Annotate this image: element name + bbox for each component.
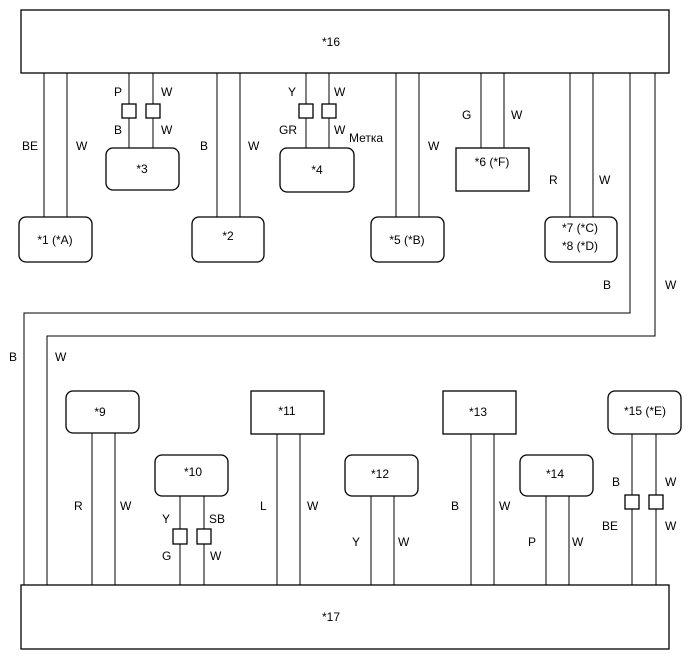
unit-11-label: *11 [278, 404, 295, 418]
unit-10-label: *10 [184, 465, 202, 479]
wire-label-15a-bot: BE [602, 519, 618, 533]
wire-label-12a: Y [352, 535, 360, 549]
connectors [121, 103, 664, 545]
connector-10a [172, 528, 188, 545]
connector-4a [298, 103, 314, 119]
wire-labels: BE W P W B W B W Y W GR W Метка W G W R … [9, 85, 677, 563]
unit-12-box [344, 454, 419, 497]
wire-label-4a-top: Y [288, 85, 296, 99]
unit-13-box [442, 390, 517, 435]
unit-9-box [65, 390, 140, 434]
unit-5-label: *5 (*B) [389, 233, 424, 247]
wire-label-10b-bot: W [210, 549, 222, 563]
wire-label-14a: P [528, 535, 536, 549]
wire-label-13a: B [451, 499, 459, 513]
wire-label-12b: W [398, 535, 410, 549]
wire-label-6a: G [462, 108, 471, 122]
connector-4b [321, 103, 337, 119]
wire-label-10a-top: Y [162, 512, 170, 526]
wire-label-7a: R [549, 173, 558, 187]
wire-label-2a: B [200, 139, 208, 153]
unit-17-label: *17 [322, 610, 340, 624]
connector-3a [121, 103, 137, 119]
wire-label-9b: W [120, 499, 132, 513]
wire-label-bus-b-left: B [9, 350, 17, 364]
wire-label-3b-top: W [161, 85, 173, 99]
marker-label: Метка [349, 131, 383, 145]
unit-16-box [20, 9, 670, 74]
wire-label-5b: W [428, 139, 440, 153]
wire-label-1a: BE [22, 139, 38, 153]
unit-13-label: *13 [469, 405, 487, 419]
wire-label-4b-top: W [334, 85, 346, 99]
wire-label-11b: W [307, 499, 319, 513]
unit-6-box [455, 147, 530, 192]
unit-15-box [607, 390, 682, 435]
wire-label-3a-top: P [114, 85, 122, 99]
wire-label-bus-b-right: B [603, 278, 611, 292]
wire-label-15b-bot: W [665, 519, 677, 533]
unit-9-label: *9 [94, 405, 106, 419]
wire-label-6b: W [511, 108, 523, 122]
unit-1-box [18, 216, 93, 263]
wires [23, 73, 657, 585]
wire-label-4a-bot: GR [279, 123, 297, 137]
unit-4-label: *4 [311, 163, 323, 177]
unit-3-box [105, 147, 180, 191]
unit-14-label: *14 [546, 467, 564, 481]
connector-15a [624, 494, 640, 510]
unit-11-box [250, 390, 325, 435]
wire-label-1b: W [76, 139, 88, 153]
wire-label-11a: L [260, 499, 267, 513]
unit-17-box [20, 584, 670, 650]
unit-16-label: *16 [322, 35, 340, 49]
unit-1-label: *1 (*A) [37, 233, 72, 247]
bus-wire-w [46, 73, 656, 585]
unit-2-label: *2 [222, 229, 234, 243]
wire-label-bus-w-right: W [665, 278, 677, 292]
wire-label-3b-bot: W [161, 123, 173, 137]
wire-label-bus-w-left: W [55, 350, 67, 364]
unit-7-8-box [544, 216, 618, 263]
unit-12-label: *12 [371, 467, 389, 481]
wire-label-15a-top: B [612, 475, 620, 489]
wire-label-10b-top: SB [209, 512, 225, 526]
connector-3b [145, 103, 161, 119]
bus-wire-b [23, 73, 631, 585]
connector-10b [196, 528, 212, 545]
unit-2-box [191, 216, 265, 263]
wire-label-13b: W [499, 499, 511, 513]
wire-label-14b: W [572, 535, 584, 549]
wire-label-15b-top: W [665, 475, 677, 489]
unit-4-box [279, 147, 355, 193]
wire-label-9a: R [74, 499, 83, 513]
wire-label-4b-bot: W [334, 123, 346, 137]
wire-label-2b: W [248, 139, 260, 153]
unit-7-label: *7 (*C) [562, 221, 598, 235]
wire-label-10a-bot: G [162, 549, 171, 563]
unit-5-box [370, 216, 445, 263]
unit-14-box [519, 454, 594, 497]
unit-10-box [154, 454, 229, 497]
connector-15b [648, 494, 664, 510]
unit-6-label: *6 (*F) [475, 155, 510, 169]
unit-15-label: *15 (*E) [624, 404, 666, 418]
wire-label-7b: W [599, 173, 611, 187]
wire-label-3a-bot: B [114, 123, 122, 137]
unit-3-label: *3 [136, 162, 148, 176]
unit-8-label: *8 (*D) [562, 239, 598, 253]
